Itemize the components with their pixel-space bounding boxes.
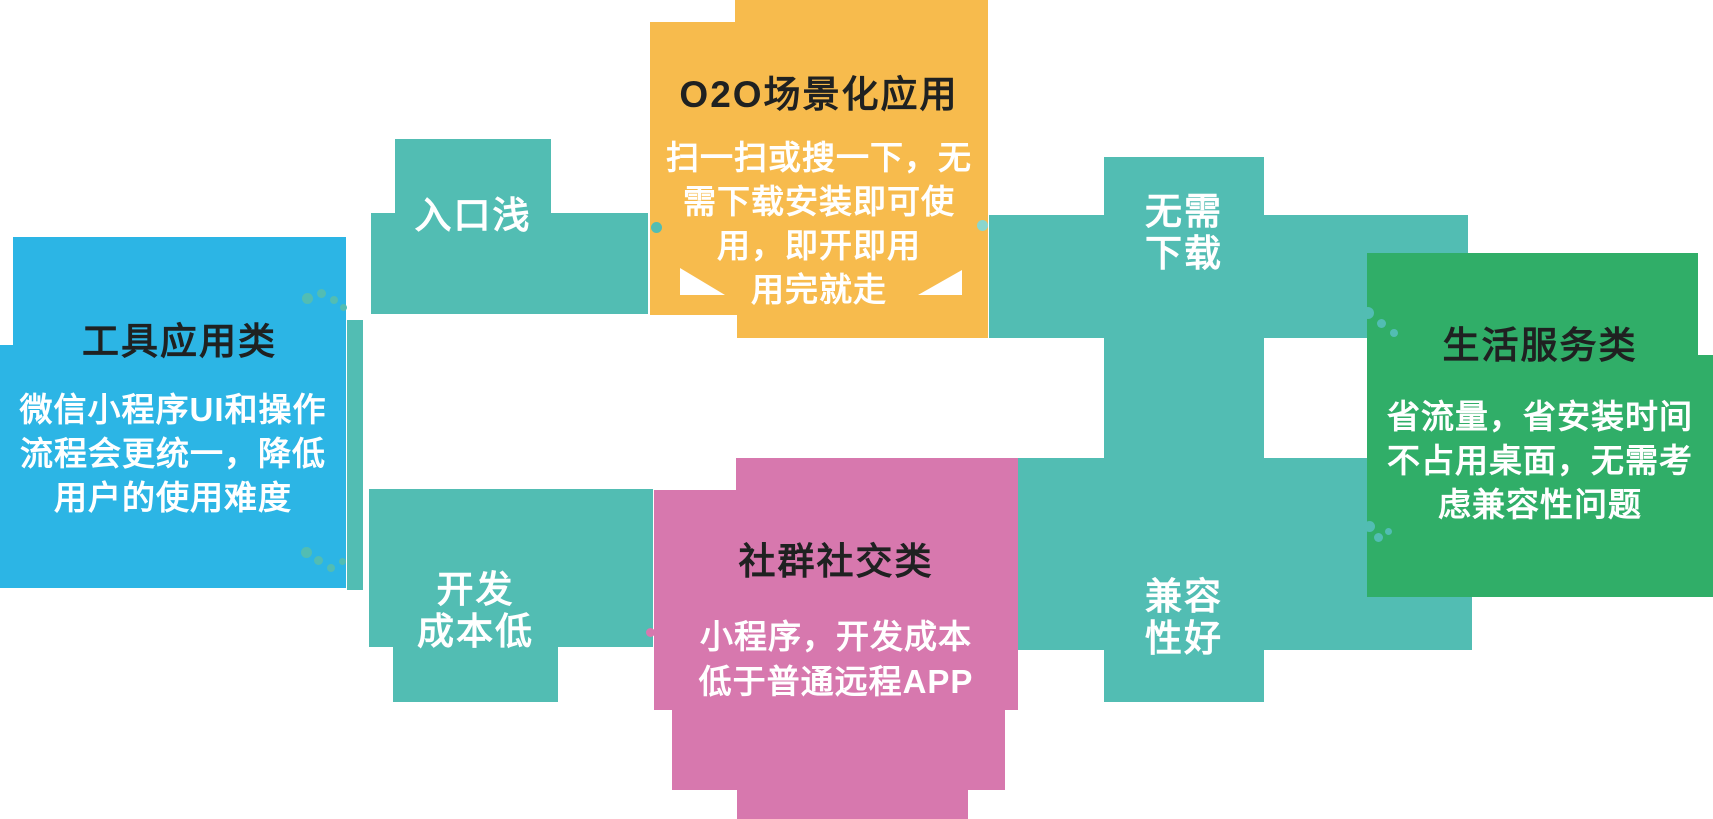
- dev-cost-main-shape: [369, 489, 653, 647]
- decor-dot: [1385, 528, 1392, 535]
- decor-dot: [1364, 521, 1375, 532]
- dev-cost-label: 开发 成本低: [417, 569, 534, 652]
- decor-dot: [330, 296, 338, 304]
- life-card-main-shape: [1367, 355, 1713, 597]
- life-card-title: 生活服务类: [1442, 325, 1638, 366]
- social-card-tab-shape: [737, 790, 968, 819]
- decor-dot: [301, 547, 312, 558]
- decor-dot: [651, 222, 662, 233]
- decor-dot: [314, 556, 323, 565]
- compatibility-label: 兼容 性好: [1145, 576, 1223, 659]
- tools-card-main-shape: [0, 345, 346, 588]
- decor-dot: [977, 220, 988, 231]
- social-card-title: 社群社交类: [738, 541, 934, 582]
- o2o-card-bottomstrip-shape: [737, 315, 988, 338]
- o2o-card-topstrip-shape: [735, 0, 988, 24]
- decor-dot: [1390, 329, 1398, 337]
- decor-dot: [317, 289, 326, 298]
- social-card-step-shape: [672, 710, 1005, 790]
- social-card-main-shape: [654, 490, 1018, 710]
- decor-dot: [1374, 533, 1383, 542]
- dev-cost-tab-shape: [393, 647, 558, 702]
- tools-card-body: 微信小程序UI和操作 流程会更统一，降低 用户的使用难度: [19, 391, 327, 516]
- o2o-card-main-shape: [650, 22, 988, 315]
- entry-block-top-shape: [395, 139, 551, 213]
- decor-dot: [327, 564, 335, 572]
- o2o-corner-fold-left: [680, 268, 725, 295]
- decor-dot: [340, 304, 347, 311]
- social-card-body: 小程序，开发成本 低于普通远程APP: [698, 618, 974, 700]
- o2o-corner-fold-right: [918, 270, 962, 295]
- no-download-label: 无需 下载: [1145, 191, 1223, 274]
- tools-card-top-shape: [13, 237, 346, 345]
- teal-stripe-decor: [347, 320, 363, 590]
- decor-dot: [1377, 319, 1386, 328]
- entry-label: 入口浅: [414, 195, 532, 236]
- o2o-card-title: O2O场景化应用: [679, 74, 959, 115]
- o2o-card-body: 扫一扫或搜一下，无 需下载安装即可使 用，即开即用 用完就走: [666, 139, 972, 308]
- decor-dot: [302, 293, 313, 304]
- decor-dot: [339, 558, 346, 565]
- social-card-topstrip-shape: [736, 458, 1018, 492]
- life-card-body: 省流量，省安装时间 不占用桌面，无需考 虑兼容性问题: [1387, 398, 1693, 523]
- tools-card-title: 工具应用类: [82, 321, 277, 362]
- decor-dot: [1362, 307, 1374, 319]
- decor-dot: [646, 628, 655, 637]
- life-card-top-shape: [1367, 253, 1698, 355]
- entry-block-band-shape: [371, 213, 648, 314]
